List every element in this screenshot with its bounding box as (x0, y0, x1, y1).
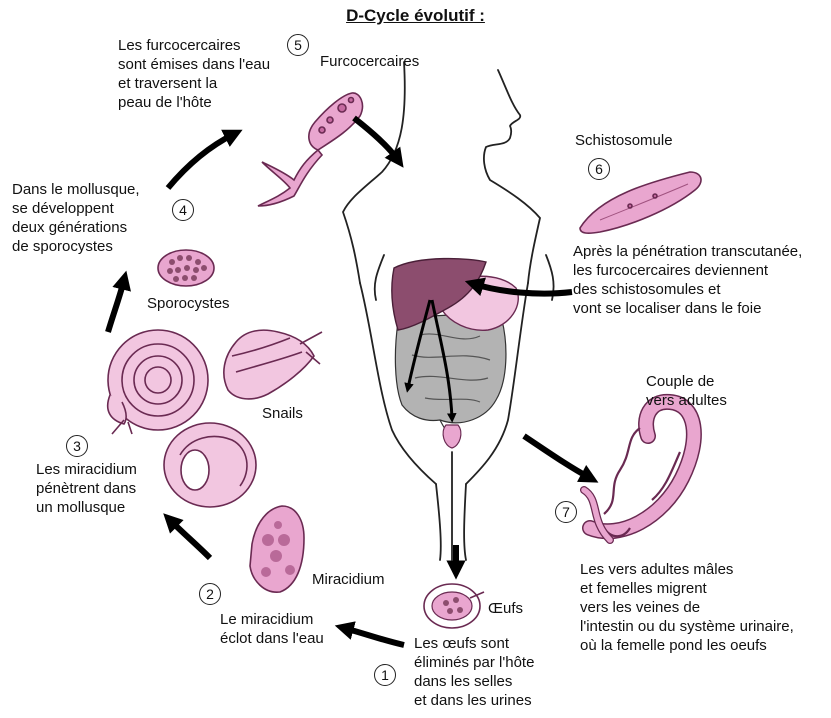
arrow-body-to-worms (524, 436, 590, 478)
stage-1-caption: Les œufs sont éliminés par l'hôte dans l… (414, 634, 534, 710)
stage-3-caption: Les miracidium pénètrent dans un mollusq… (36, 460, 137, 517)
arrow-furco-to-body (354, 118, 398, 160)
sporocystes-label: Sporocystes (147, 294, 230, 313)
stage-3-number: 3 (66, 435, 88, 457)
schistosomule-organism (580, 172, 701, 233)
stage-5-caption: Les furcocercaires sont émises dans l'ea… (118, 36, 270, 112)
adult-worm-couple (584, 402, 694, 540)
stage-2-caption: Le miracidium éclot dans l'eau (220, 610, 324, 648)
stage-6-number: 6 (588, 158, 610, 180)
stage-1-number: 1 (374, 664, 396, 686)
couple-vers-label: Couple de vers adultes (646, 372, 727, 410)
oeufs-label: Œufs (488, 599, 523, 618)
page-title: D-Cycle évolutif : (0, 6, 831, 26)
stage-4-number: 4 (172, 199, 194, 221)
bulinus-snail (224, 330, 322, 399)
stage-7-caption: Les vers adultes mâles et femelles migre… (580, 560, 794, 655)
schistosomule-label: Schistosomule (575, 131, 673, 150)
arrow-2-to-3 (170, 520, 210, 558)
arrow-4-to-5 (168, 134, 234, 188)
stage-4-caption: Dans le mollusque, se développent deux g… (12, 180, 140, 256)
intestines (395, 315, 506, 442)
stage-5-number: 5 (287, 34, 309, 56)
arrow-1-to-2 (344, 628, 404, 645)
bladder (443, 425, 461, 448)
furcocercaires-label: Furcocercaires (320, 52, 419, 71)
miracidium-label: Miracidium (312, 570, 385, 589)
stage-2-number: 2 (199, 583, 221, 605)
stage-6-caption: Après la pénétration transcutanée, les f… (573, 242, 802, 318)
snails-label: Snails (262, 404, 303, 423)
furcocercaire-organism (258, 93, 362, 206)
stage-7-number: 7 (555, 501, 577, 523)
planorbid-snail (108, 330, 208, 434)
miracidium-organism (250, 506, 304, 592)
arrow-3-to-4 (108, 280, 124, 332)
egg-organism (424, 584, 484, 628)
sporocyste-organism (158, 250, 214, 286)
biomphalaria-snail (164, 423, 256, 507)
